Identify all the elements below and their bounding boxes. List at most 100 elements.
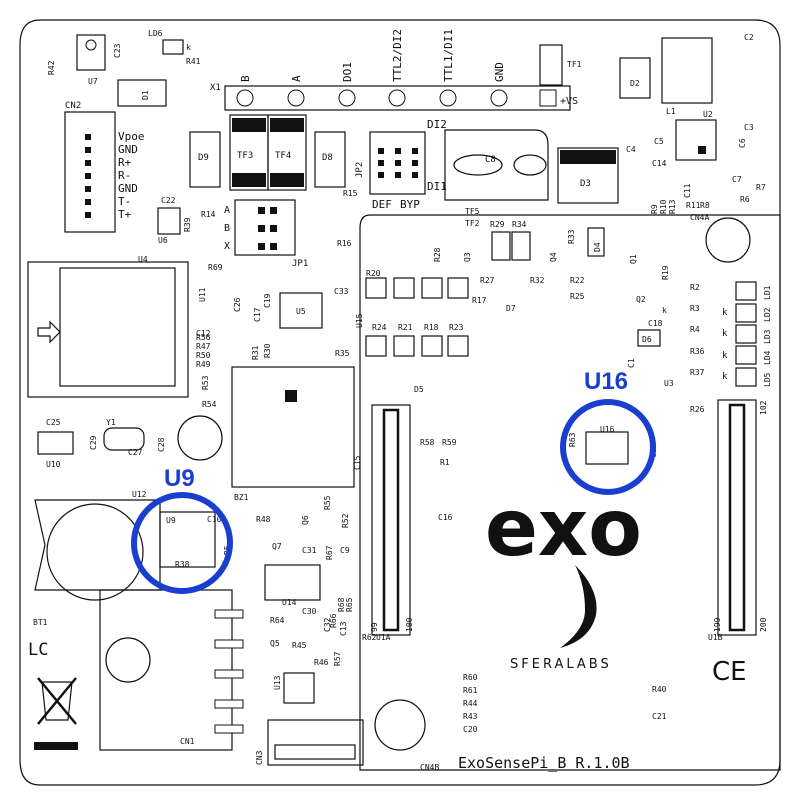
part-ref: DI2: [427, 118, 447, 131]
part-ref: LD1: [763, 285, 772, 300]
part-ref: R59: [442, 438, 457, 447]
cn2-pins: [85, 134, 91, 218]
part-ref: R4: [690, 325, 700, 334]
part-ref: C14: [652, 159, 667, 168]
part-ref: R17: [472, 296, 487, 305]
r29-resistor: [491, 231, 511, 261]
sferalabs-text: SFERALABS: [510, 657, 612, 672]
part-ref: Q5: [270, 639, 280, 648]
cn2-pin-label: R-: [118, 169, 131, 182]
part-ref: C5: [654, 137, 664, 146]
u16-chip: [585, 431, 629, 465]
part-ref: C30: [302, 607, 317, 616]
board-inner-outline: [359, 214, 781, 771]
part-ref: C22: [161, 196, 176, 205]
part-ref: L1: [666, 107, 676, 116]
part-ref: R33: [567, 229, 576, 244]
connector-ref: BT1: [33, 618, 48, 627]
part-ref: R48: [256, 515, 271, 524]
part-ref: C27: [128, 448, 143, 457]
part-ref: D4: [593, 242, 602, 252]
part-ref: D8: [322, 153, 333, 163]
tf1-component: [539, 44, 563, 86]
u13-chip: [283, 672, 315, 704]
exo-logo-text: exo: [485, 484, 642, 574]
part-ref: C4: [626, 145, 636, 154]
u1b-slot: [728, 403, 746, 632]
u9-highlight-label: U9: [164, 465, 195, 492]
part-ref: LD5: [763, 372, 772, 387]
u9-highlight-circle: [131, 492, 233, 594]
part-ref: Q2: [636, 295, 646, 304]
part-ref: C13: [339, 621, 348, 636]
connector-ref: 99: [370, 622, 379, 632]
part-ref: D1: [141, 90, 150, 100]
cn1-connector: [99, 589, 233, 751]
mounting-hole: [105, 637, 151, 683]
part-ref: C1: [627, 358, 636, 368]
connector-ref: CN4B: [420, 763, 439, 772]
jp1-ref: JP1: [292, 259, 308, 269]
part-ref: R23: [449, 323, 464, 332]
part-ref: k: [722, 308, 728, 318]
jp2-header: [369, 131, 426, 195]
weee-bin-icon: [34, 677, 78, 750]
part-ref: k: [722, 351, 728, 361]
part-ref: R32: [530, 276, 545, 285]
connector-ref: CN3: [255, 750, 264, 765]
part-ref: R52: [341, 513, 350, 528]
cn2-pin-label: GND: [118, 182, 138, 195]
part-ref: U3: [664, 379, 674, 388]
c8-pad: [453, 154, 503, 176]
part-ref: R10: [659, 199, 668, 214]
part-ref: R19: [661, 265, 670, 280]
part-ref: LD6: [148, 29, 163, 38]
part-ref: D5: [414, 385, 424, 394]
c8-pad: [513, 154, 547, 176]
d1-diode: [117, 79, 167, 107]
tf4-component: [267, 114, 307, 191]
part-ref: R34: [512, 220, 527, 229]
part-ref: R65: [345, 597, 354, 612]
part-ref: R62: [362, 633, 377, 642]
u1a-connector: [371, 404, 411, 636]
cn2-pin-label: R+: [118, 156, 132, 169]
d2-diode: [619, 57, 651, 99]
u9-chip: [159, 511, 216, 568]
connector-ref: CN4A: [690, 213, 709, 222]
part-ref: R50: [196, 351, 211, 360]
part-ref: C33: [334, 287, 349, 296]
part-ref: R11: [686, 201, 701, 210]
part-ref: D7: [506, 304, 516, 313]
cn2-pin-label: Vpoe: [118, 130, 145, 143]
u1b-connector: [717, 399, 757, 636]
u16-highlight-label: U16: [584, 368, 628, 395]
part-ref: R14: [201, 210, 216, 219]
jp1-row-label: A: [224, 205, 230, 216]
l1-inductor: [661, 37, 713, 104]
part-ref: R29: [490, 220, 505, 229]
u14-chip: [264, 564, 321, 601]
part-ref: Q7: [272, 542, 282, 551]
part-ref: R21: [398, 323, 413, 332]
jp1-header: [234, 199, 296, 256]
c25-capacitor: [37, 431, 74, 455]
part-ref: C31: [302, 546, 317, 555]
x1-terminal-block: [224, 85, 571, 111]
part-ref: R55: [323, 495, 332, 510]
part-ref: R6: [740, 195, 750, 204]
part-ref: Q4: [549, 252, 558, 262]
connector-ref: CN1: [180, 737, 195, 746]
part-ref: U6: [158, 236, 168, 245]
cn2-connector: [64, 111, 116, 233]
part-ref: R36: [690, 347, 705, 356]
part-ref: R69: [208, 263, 223, 272]
part-ref: TF4: [275, 151, 291, 161]
connector-ref: U1B: [708, 633, 723, 642]
part-ref: R44: [463, 699, 478, 708]
ld6-led: [162, 39, 184, 55]
part-ref: R27: [480, 276, 495, 285]
u6-chip: [157, 207, 181, 235]
part-ref: R53: [201, 375, 210, 390]
cn3-body: [274, 744, 356, 760]
